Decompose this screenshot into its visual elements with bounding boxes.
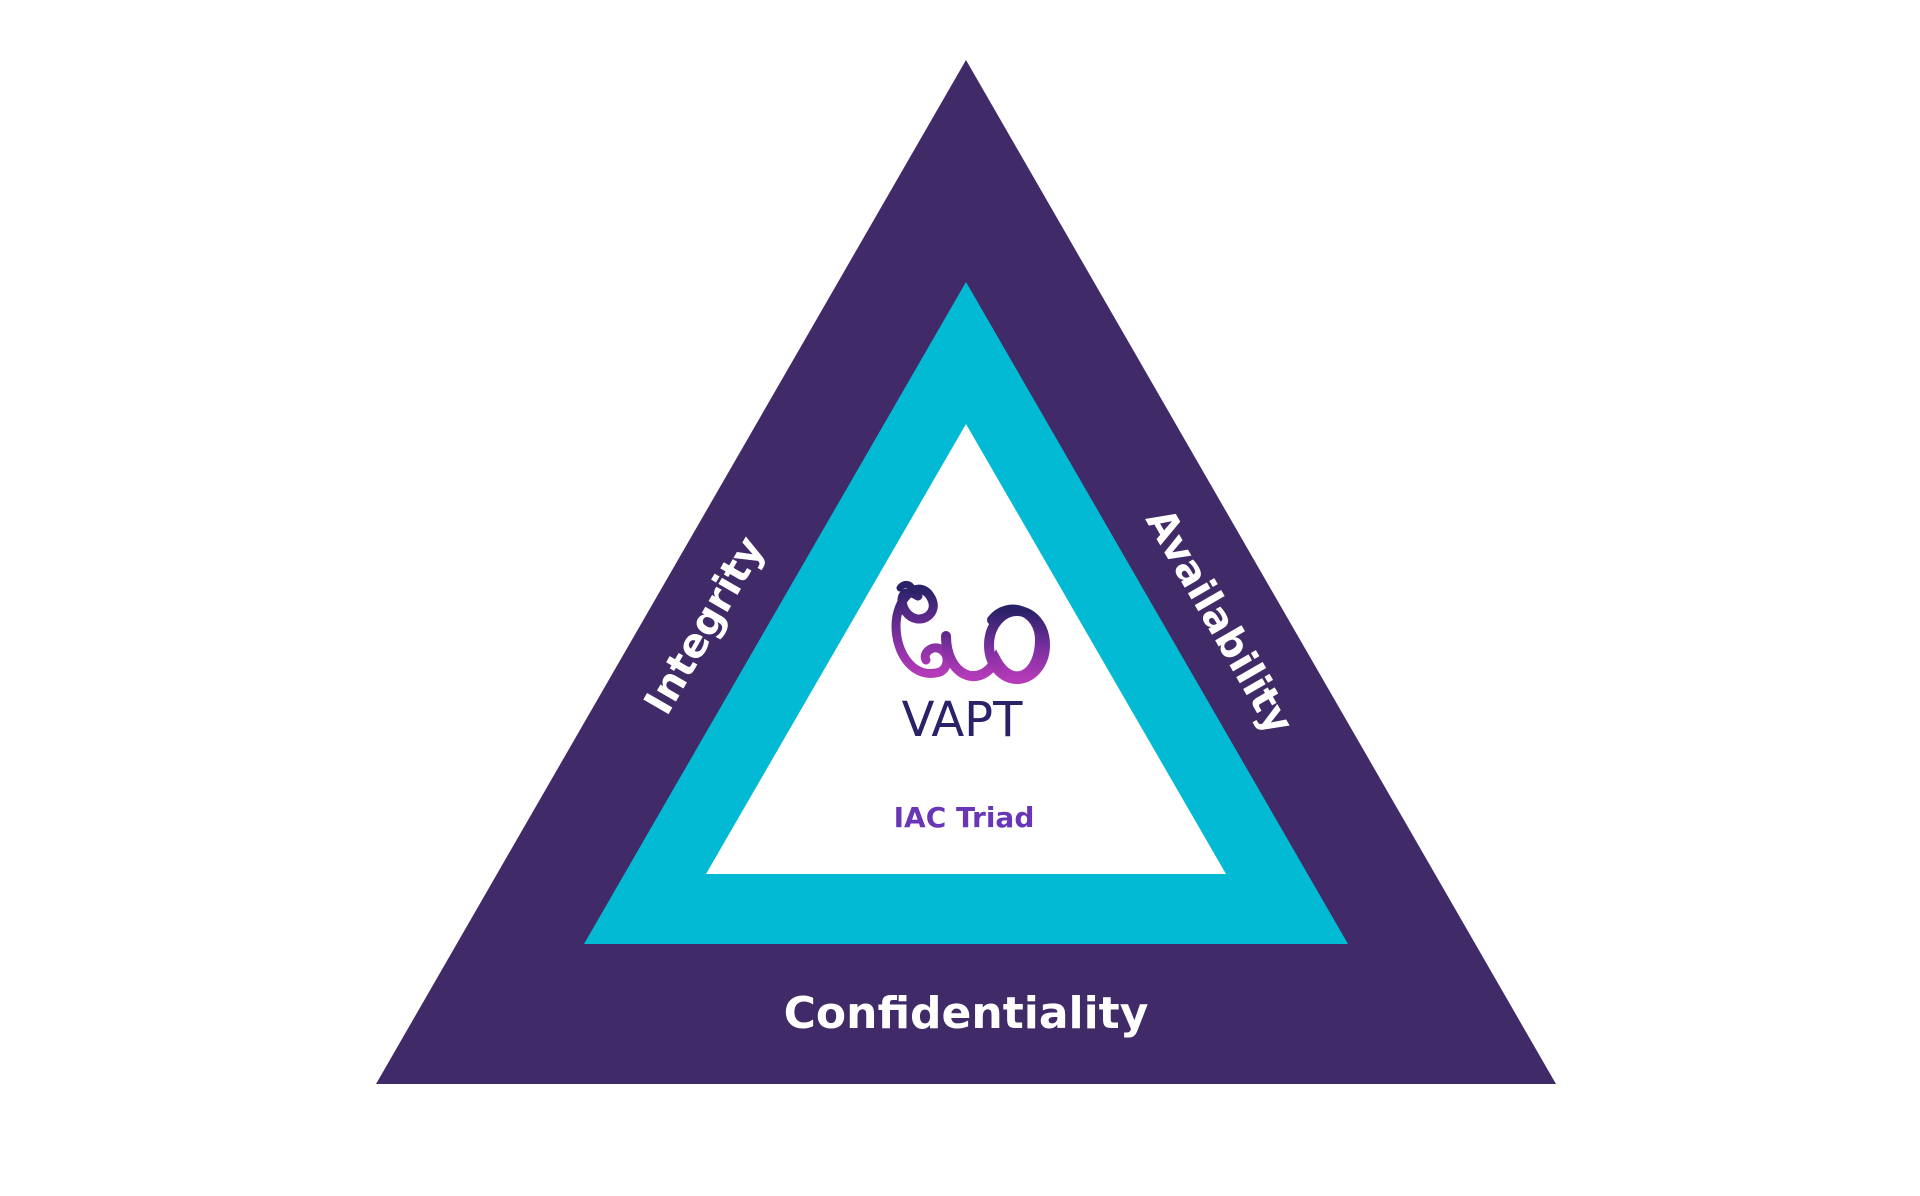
- center-label: IAC Triad: [894, 801, 1035, 834]
- brand-logo-mark-icon: [891, 580, 1050, 684]
- inner-triangle: [706, 424, 1226, 874]
- brand-logo-word: VAPT: [902, 692, 1024, 748]
- side-label-confidentiality: Confidentiality: [784, 988, 1149, 1039]
